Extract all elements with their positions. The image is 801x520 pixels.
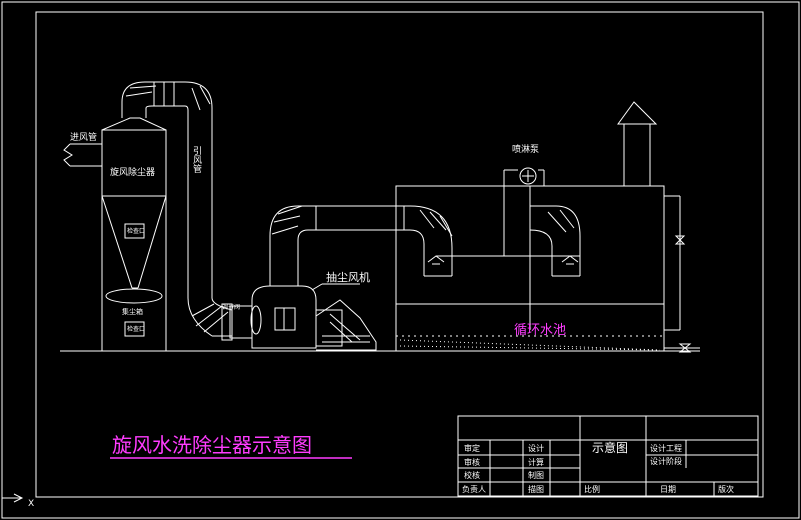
exhaust-fan [221, 285, 377, 351]
tb-check: 校核 [464, 470, 480, 480]
tank-duct [529, 205, 581, 277]
fan-outlet-duct [269, 205, 453, 286]
spray-system [427, 167, 580, 330]
tb-lead: 负责人 [462, 484, 486, 494]
tb-design: 设计 [528, 443, 544, 453]
label-valve: 调节阀 [222, 303, 240, 311]
induced-draft-pipe [187, 108, 233, 337]
label-dust-bin: 集尘箱 [122, 307, 143, 316]
tb-project: 设计工程 [650, 443, 682, 453]
drawing-title: 旋风水洗除尘器示意图 [112, 433, 312, 457]
tb-drawing-name: 示意图 [592, 440, 628, 455]
tb-scale: 比例 [584, 484, 600, 494]
label-inspect-lower: 检查口 [127, 325, 145, 333]
tb-review: 审核 [464, 457, 480, 467]
tb-trace: 描图 [528, 484, 544, 494]
inner-frame [35, 11, 764, 498]
label-cyclone: 旋风除尘器 [110, 166, 155, 178]
cyclone-top-elbow [121, 81, 213, 118]
title-block [457, 415, 759, 497]
label-inlet-pipe: 进风管 [70, 131, 97, 143]
tb-calc: 计算 [528, 457, 544, 467]
label-pump: 喷淋泵 [512, 143, 539, 155]
ucs-icon: X [2, 493, 34, 509]
label-inspect-upper: 检查口 [127, 227, 145, 235]
tb-stage: 设计阶段 [650, 456, 682, 466]
tb-rev: 版次 [718, 484, 734, 494]
ucs-x-label: X [28, 499, 34, 509]
label-water-pool: 循环水池 [514, 323, 566, 338]
tb-draw: 制图 [528, 470, 544, 480]
exhaust-stack [617, 101, 658, 187]
cyclone-separator [101, 117, 167, 352]
label-fan: 抽尘风机 [326, 270, 370, 284]
inlet-pipe [63, 143, 102, 167]
tb-date: 日期 [660, 485, 676, 494]
label-induced-pipe: 引风管 [191, 146, 202, 173]
return-pipe [664, 195, 700, 353]
tb-approve: 审定 [464, 443, 480, 453]
